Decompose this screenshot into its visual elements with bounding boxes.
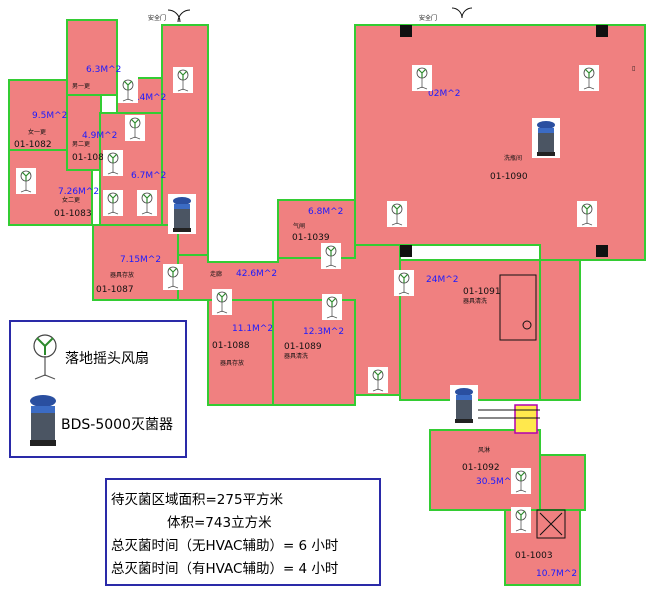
fan-icon bbox=[33, 334, 57, 380]
fan-icon bbox=[411, 64, 433, 92]
use-label: 洗瓶间 bbox=[504, 154, 522, 162]
use-label: 器具存放 bbox=[110, 271, 134, 279]
fan-icon bbox=[393, 269, 415, 297]
fan-icon bbox=[510, 506, 532, 534]
time-no-hvac-line: 总灭菌时间（无HVAC辅助）= 6 小时 bbox=[111, 538, 339, 554]
fan-icon bbox=[578, 64, 600, 92]
code-label: 01-1083 bbox=[54, 209, 92, 219]
area-label: 11.1M^2 bbox=[232, 324, 273, 334]
time-hvac-line: 总灭菌时间（有HVAC辅助）= 4 小时 bbox=[111, 561, 339, 577]
legend-box: 落地摇头风扇 BDS-5000灭菌器 bbox=[9, 320, 187, 458]
code-label: 01-1091 bbox=[463, 287, 501, 297]
fan-icon bbox=[136, 189, 158, 217]
area-label: 6.8M^2 bbox=[308, 207, 343, 217]
area-label: 12.3M^2 bbox=[303, 327, 344, 337]
sterilizer-icon bbox=[532, 118, 560, 158]
room-1082 bbox=[8, 79, 68, 151]
use-label: 器具存放 bbox=[220, 359, 244, 367]
area-label: 4.9M^2 bbox=[82, 131, 117, 141]
sterilization-info-box: 待灭菌区域面积=275平方米 体积=743立方米 总灭菌时间（无HVAC辅助）=… bbox=[105, 478, 381, 586]
fan-icon bbox=[576, 200, 598, 228]
use-label: 女二更 bbox=[62, 196, 80, 204]
code-label: 01-1082 bbox=[14, 140, 52, 150]
room-lower-right bbox=[539, 454, 586, 511]
area-label: 30.5M^2 bbox=[476, 477, 517, 487]
svg-text:▯: ▯ bbox=[632, 65, 635, 72]
code-label: 01-1039 bbox=[292, 233, 330, 243]
area-label: 6.3M^2 bbox=[86, 65, 121, 75]
fan-icon bbox=[510, 467, 532, 495]
safety-door-label-1: 安全门 bbox=[148, 14, 166, 22]
room-1039 bbox=[277, 199, 356, 261]
volume-line: 体积=743立方米 bbox=[167, 515, 272, 531]
use-label: 走廊 bbox=[210, 270, 222, 278]
legend-fan-label: 落地摇头风扇 bbox=[65, 351, 149, 367]
room-1091-side bbox=[539, 259, 581, 401]
fan-icon bbox=[15, 167, 37, 195]
fan-icon bbox=[102, 149, 124, 177]
area-label: 02M^2 bbox=[428, 89, 460, 99]
fan-icon bbox=[367, 366, 389, 394]
fan-icon bbox=[124, 114, 146, 142]
room-1088 bbox=[207, 299, 274, 406]
code-label: 01-1088 bbox=[212, 341, 250, 351]
sterilizer-icon bbox=[168, 194, 196, 234]
use-label: 器具清洗 bbox=[284, 352, 308, 360]
code-label: 01-1092 bbox=[462, 463, 500, 473]
area-line: 待灭菌区域面积=275平方米 bbox=[111, 492, 284, 508]
area-label: 6.7M^2 bbox=[131, 171, 166, 181]
fan-icon bbox=[320, 242, 342, 270]
fan-icon bbox=[321, 293, 343, 321]
area-label: 9.5M^2 bbox=[32, 111, 67, 121]
code-label: 01-1087 bbox=[96, 285, 134, 295]
code-label: 01-1003 bbox=[515, 551, 553, 561]
area-label: 3.4M^2 bbox=[131, 93, 166, 103]
code-label: 01-1090 bbox=[490, 172, 528, 182]
code-label: 01-108 bbox=[72, 153, 104, 163]
use-label: 器具清洗 bbox=[463, 297, 487, 305]
area-label: 10.7M^2 bbox=[536, 569, 577, 579]
fan-icon bbox=[172, 66, 194, 94]
use-label: 气闸 bbox=[293, 222, 305, 230]
fan-icon bbox=[162, 263, 184, 291]
use-label: 男二更 bbox=[72, 141, 90, 148]
room-1091 bbox=[399, 259, 541, 401]
use-label: 风淋 bbox=[478, 446, 490, 454]
fan-icon bbox=[117, 76, 139, 104]
sterilizer-icon bbox=[30, 395, 56, 446]
safety-door-label-2: 安全门 bbox=[419, 14, 437, 22]
sterilizer-icon bbox=[450, 385, 478, 425]
code-label: 01-1089 bbox=[284, 342, 322, 352]
room-labels: 9.5M^2 女一更 01-1082 7.26M^2 女二更 01-1083 6… bbox=[14, 65, 577, 579]
walls-layer: ▯ bbox=[167, 7, 635, 539]
fan-icon bbox=[386, 200, 408, 228]
area-label: 42.6M^2 bbox=[236, 269, 277, 279]
area-label: 24M^2 bbox=[426, 275, 458, 285]
fan-icon bbox=[102, 189, 124, 217]
area-label: 7.26M^2 bbox=[58, 187, 99, 197]
area-label: 7.15M^2 bbox=[120, 255, 161, 265]
use-label: 男一更 bbox=[72, 83, 90, 90]
fan-icon bbox=[211, 288, 233, 316]
use-label: 女一更 bbox=[28, 128, 46, 136]
legend-sterilizer-label: BDS-5000灭菌器 bbox=[61, 417, 173, 433]
